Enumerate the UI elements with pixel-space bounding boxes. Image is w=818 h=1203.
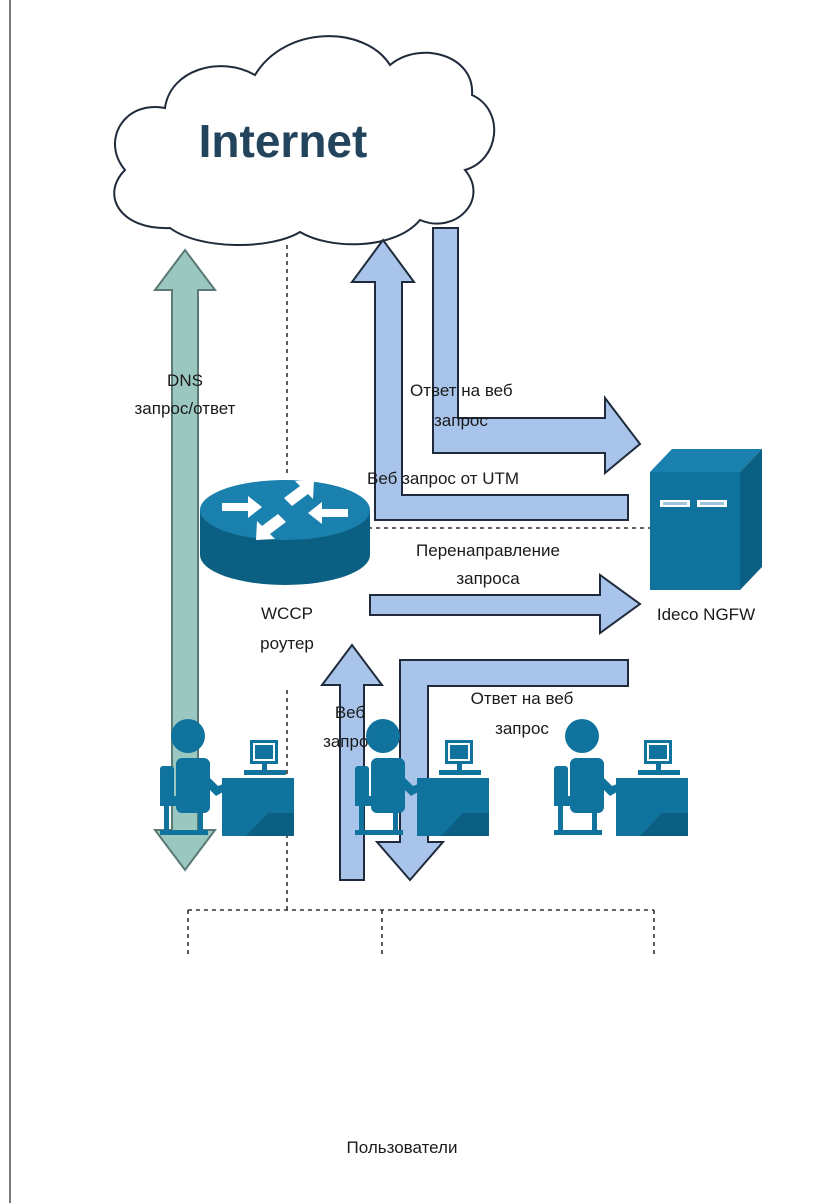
dns-arrow [153,248,217,872]
utm-request-label: Веб запрос от UTM [367,469,519,488]
server-icon [650,449,762,590]
dns-label-line2: запрос/ответ [135,399,236,418]
dns-label-line1: DNS [167,371,203,390]
response-top-label-line1: Ответ на веб [410,381,513,400]
response-top-arrow [432,227,642,476]
utm-request-arrow [350,238,629,521]
web-request-label-line2: запрос [323,732,377,751]
user-workstation-icon [554,719,688,836]
router-icon [200,480,370,585]
redirect-label-line2: запроса [456,569,520,588]
redirect-arrow [369,573,642,635]
internet-cloud-icon: Internet [113,35,496,246]
response-bottom-label-line2: запрос [495,719,549,738]
web-request-arrow [320,643,384,881]
web-request-label-line1: Веб [335,703,366,722]
response-top-label-line2: запрос [434,411,488,430]
response-bottom-arrow [374,659,629,882]
router-label-line1: WCCP [261,604,313,623]
users-label: Пользователи [347,1138,458,1157]
internet-label: Internet [199,115,368,167]
redirect-label-line1: Перенаправление [416,541,560,560]
ngfw-label: Ideco NGFW [657,605,755,624]
response-bottom-label-line1: Ответ на веб [471,689,574,708]
router-label-line2: роутер [260,634,314,653]
dashed-links [187,245,655,955]
